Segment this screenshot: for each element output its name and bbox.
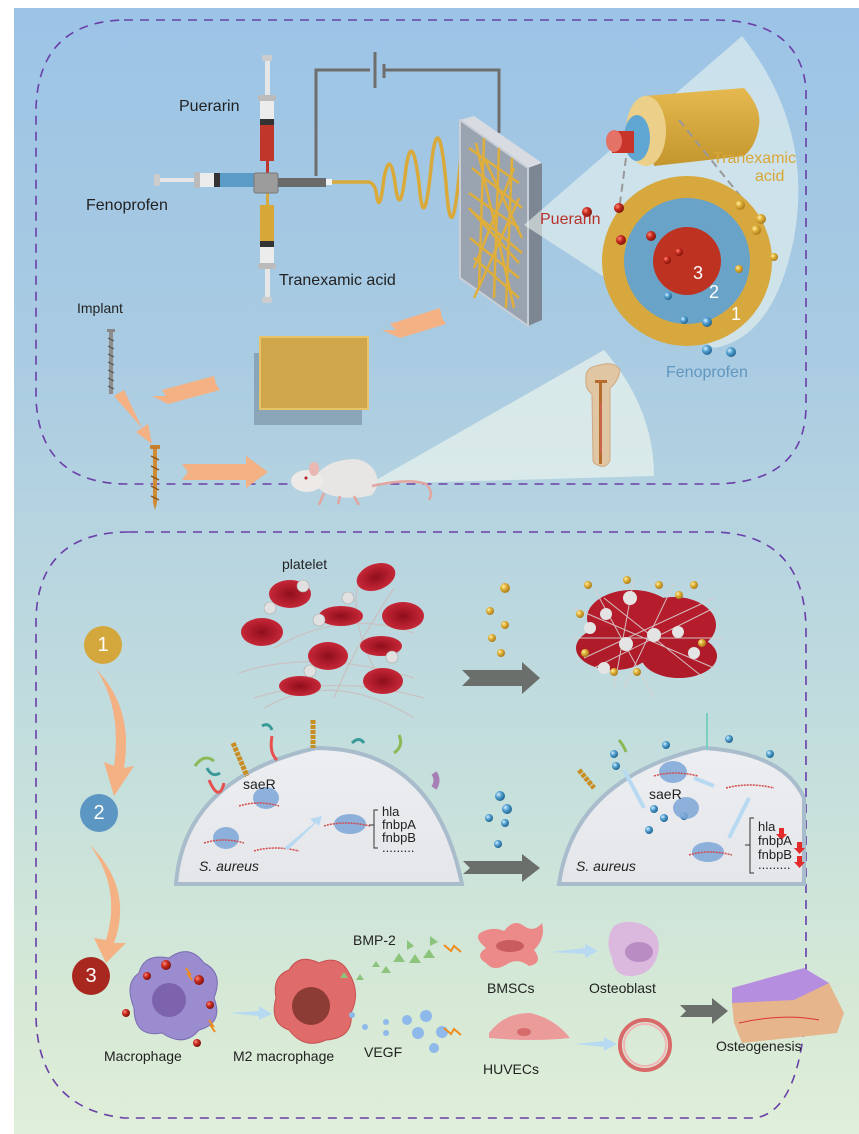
m2-macrophage-label: M2 macrophage xyxy=(233,1048,335,1064)
saer-label-left: saeR xyxy=(243,776,276,792)
huvecs-label: HUVECs xyxy=(483,1061,540,1077)
tranexamic-layer-label-line2: acid xyxy=(755,168,785,185)
fenoprofen-layer-label: Fenoprofen xyxy=(666,364,748,381)
gene-hla-left: hla xyxy=(382,804,400,819)
puerarin-layer-label: Puerarin xyxy=(540,211,601,228)
osteoblast-cell xyxy=(608,921,659,977)
bmp2-signal-icon xyxy=(443,944,462,953)
tranexamic-particles-clot xyxy=(486,583,510,657)
layer-number-1: 1 xyxy=(731,304,742,324)
vegf-signal-icon xyxy=(443,1027,462,1036)
fenoprofen-particles-bacteria xyxy=(485,791,512,848)
diagram-svg xyxy=(35,19,844,1119)
blood-clot-after xyxy=(573,576,724,699)
m2-macrophage-cell xyxy=(273,958,356,1044)
s-aureus-cell-before xyxy=(173,720,465,886)
bmscs-label: BMSCs xyxy=(487,980,535,996)
drug-particles-top xyxy=(582,200,778,357)
electrospinning-jet xyxy=(332,130,478,239)
fenoprofen-syringe-label: Fenoprofen xyxy=(86,197,168,214)
process-arrows-top xyxy=(114,308,446,488)
implant-screw-coated xyxy=(150,445,160,510)
gene-fnbpa-right: fnbpA xyxy=(758,833,792,848)
bmscs-cell xyxy=(478,922,543,968)
fiber-collector xyxy=(459,116,542,328)
coaxial-fiber xyxy=(606,88,760,249)
blood-clot-before xyxy=(238,562,425,719)
fiber-cross-section xyxy=(602,176,772,346)
bottom-panel-border xyxy=(35,531,807,1119)
osteogenesis-label: Osteogenesis xyxy=(716,1038,802,1054)
osteoblast-label: Osteoblast xyxy=(589,980,656,996)
huvecs-arrow xyxy=(574,1037,617,1051)
gene-more-right: ......... xyxy=(758,857,791,872)
tranexamic-acid-syringe-label: Tranexamic acid xyxy=(279,272,396,289)
mixing-junction xyxy=(253,172,332,194)
s-aureus-label-right: S. aureus xyxy=(576,858,636,874)
nanofiber-membrane xyxy=(254,336,369,425)
gene-fnbpb-right: fnbpB xyxy=(758,847,792,862)
implant-label: Implant xyxy=(77,300,123,316)
macrophage-label: Macrophage xyxy=(104,1048,182,1064)
step-2-badge: 2 xyxy=(80,794,118,832)
huvecs-cell xyxy=(489,1013,570,1040)
layer-number-2: 2 xyxy=(709,282,720,302)
platelet-label: platelet xyxy=(282,556,328,572)
tranexamic-layer-label-line1: Tranexamic xyxy=(713,150,796,167)
step-3-badge: 3 xyxy=(72,957,110,995)
step-flow-arrows xyxy=(89,669,134,963)
gene-fnbpb-left: fnbpB xyxy=(382,830,416,845)
power-supply-circuit xyxy=(314,52,501,176)
bacteria-arrow xyxy=(463,854,540,882)
vegf-label: VEGF xyxy=(364,1044,403,1060)
puerarin-syringe-label: Puerarin xyxy=(179,98,240,115)
gene-hla-right: hla xyxy=(758,819,776,834)
osteogenesis-arrow xyxy=(680,998,728,1024)
femur-with-implant xyxy=(585,363,621,467)
implant-screw-plain xyxy=(107,329,115,394)
step-1-badge: 1 xyxy=(84,626,122,664)
gene-more-left: ......... xyxy=(382,840,415,855)
saer-label-right: saeR xyxy=(649,786,682,802)
bmp2-particles xyxy=(340,936,438,980)
bmp2-label: BMP-2 xyxy=(353,932,396,948)
layer-number-3: 3 xyxy=(693,263,704,283)
macrophage-arrow xyxy=(229,1006,272,1020)
rat-zoom-fan xyxy=(369,350,654,484)
figure-canvas: Puerarin Fenoprofen Tranexamic acid Impl… xyxy=(14,8,859,1134)
rat xyxy=(291,459,433,506)
bmscs-arrow xyxy=(551,944,598,958)
clot-arrow xyxy=(462,662,540,694)
fenoprofen-syringe xyxy=(154,172,268,188)
blood-vessel xyxy=(618,1018,672,1072)
gene-fnbpa-left: fnbpA xyxy=(382,817,416,832)
tranexamic-acid-syringe xyxy=(258,191,276,303)
bone-tissue xyxy=(732,968,844,1043)
macrophage-cell xyxy=(122,951,218,1047)
puerarin-syringe xyxy=(258,55,276,173)
s-aureus-label-left: S. aureus xyxy=(199,858,259,874)
s-aureus-cell-after xyxy=(556,713,806,886)
